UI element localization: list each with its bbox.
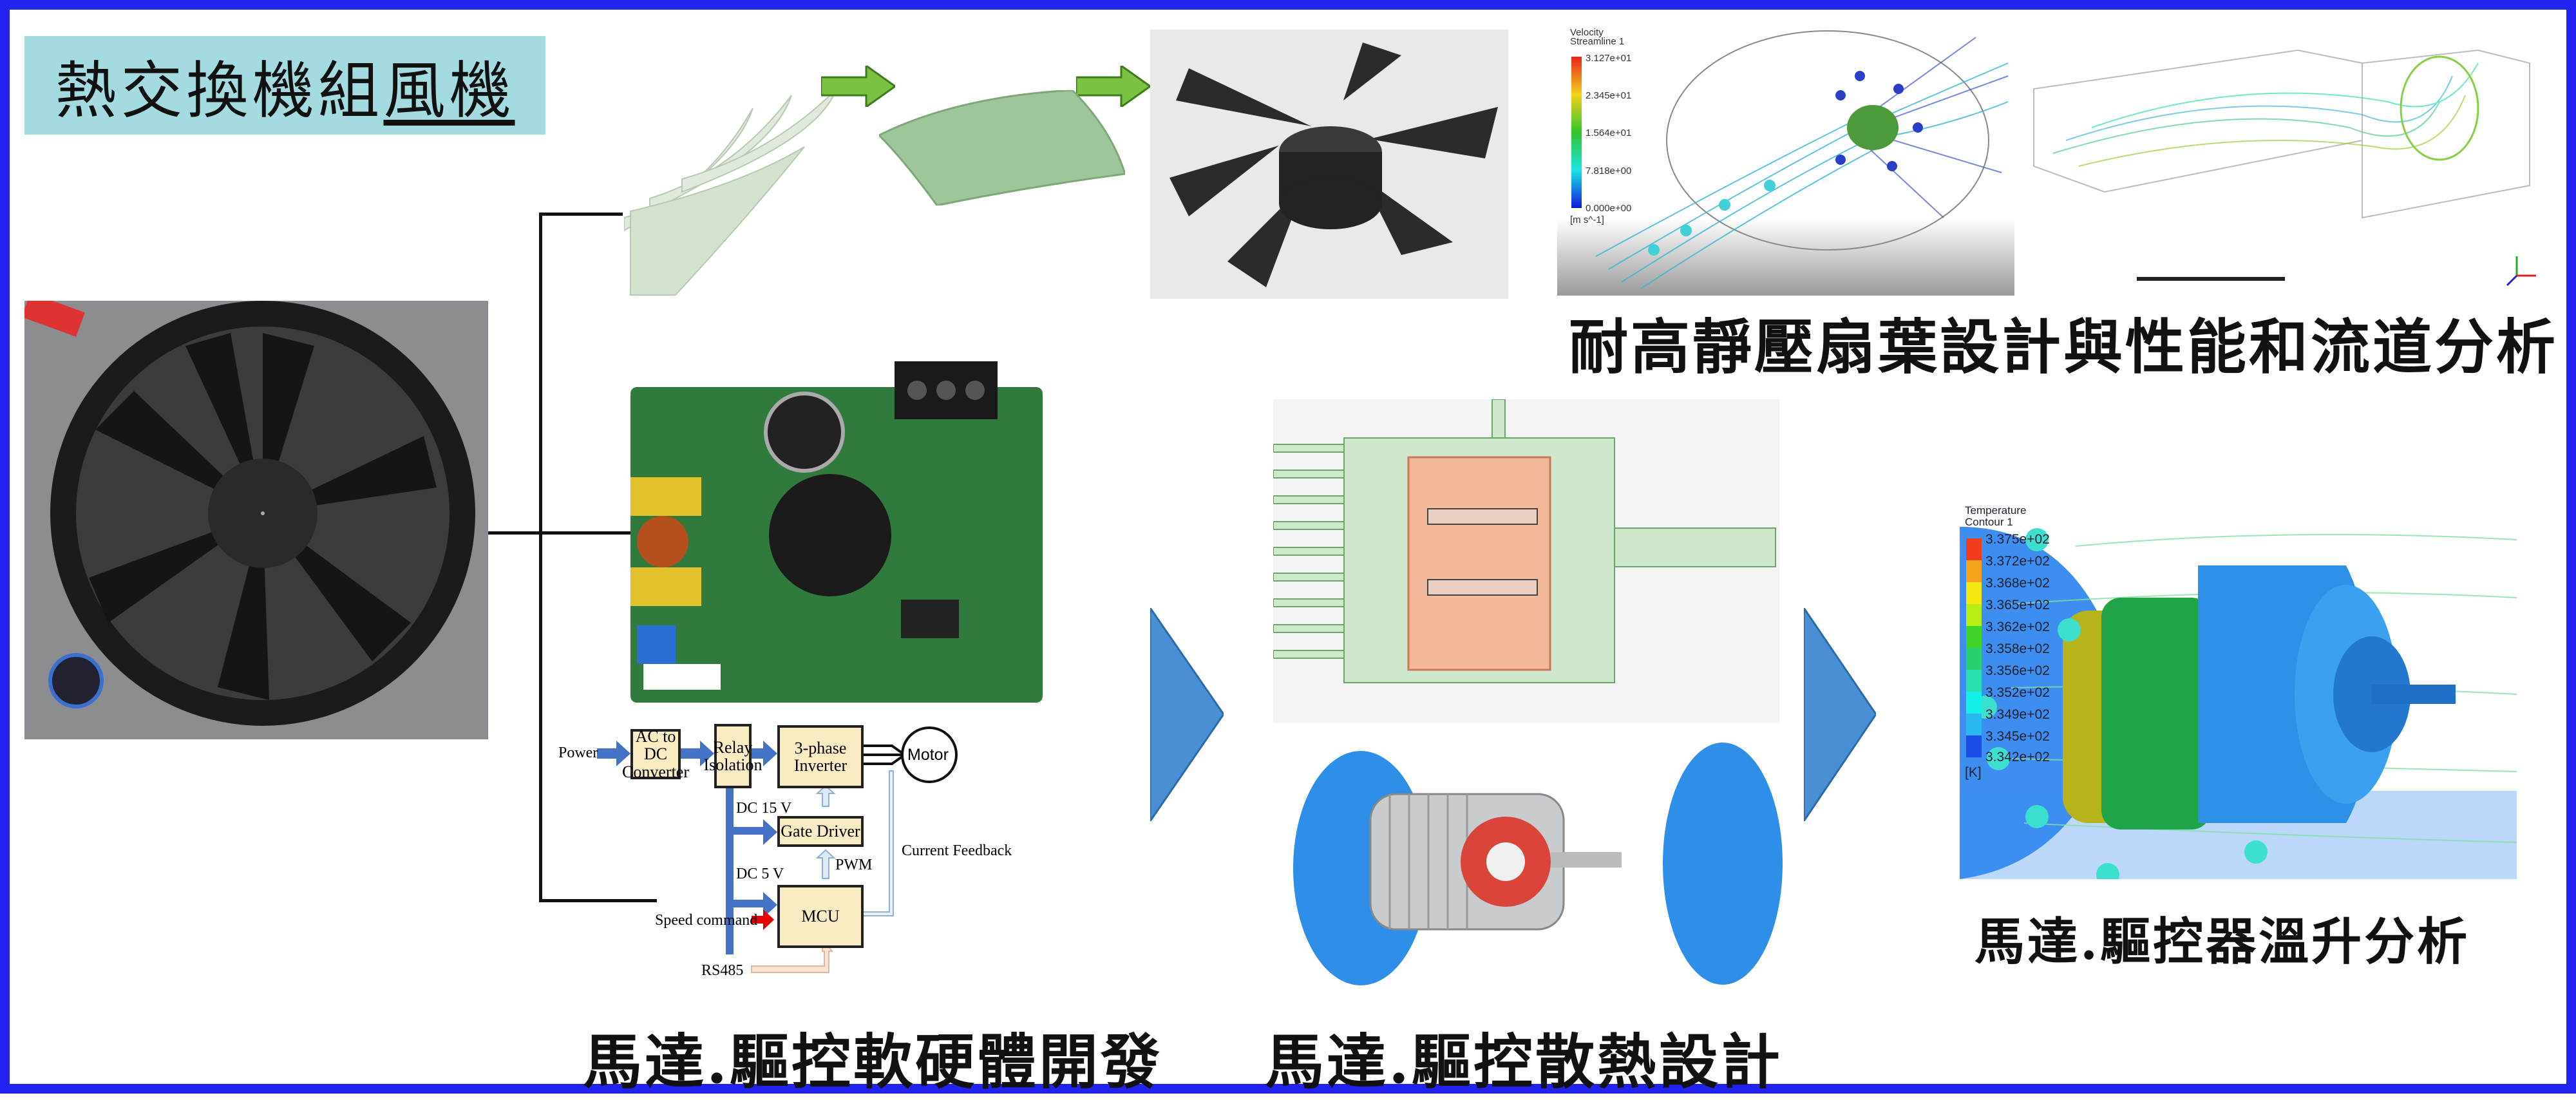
temperature-tick: 3.362e+02 bbox=[1985, 620, 2050, 634]
green-arrow-icon bbox=[821, 66, 895, 107]
temperature-colorbar bbox=[1966, 538, 1982, 757]
airfoil-profiles bbox=[624, 88, 837, 296]
temperature-tick: 3.368e+02 bbox=[1985, 576, 2050, 591]
temperature-tick: 3.352e+02 bbox=[1985, 685, 2050, 700]
bracket-vertical bbox=[539, 214, 542, 902]
label-speed-command: Speed command bbox=[655, 912, 758, 929]
temperature-legend-title1: Temperature bbox=[1965, 504, 2027, 517]
blade-surface bbox=[879, 90, 1125, 205]
velocity-tick: 0.000e+00 bbox=[1586, 203, 1632, 214]
flow-triangle-icon bbox=[1804, 608, 1876, 821]
temperature-tick: 3.345e+02 bbox=[1985, 729, 2050, 744]
velocity-unit: [m s^-1] bbox=[1570, 214, 1604, 225]
temperature-tick: 3.365e+02 bbox=[1985, 598, 2050, 612]
fan-impeller-render bbox=[1150, 30, 1508, 299]
box-relay-isolation: Relay Isolation bbox=[704, 724, 762, 788]
box-gate-driver: Gate Driver bbox=[777, 816, 864, 847]
box-mcu: MCU bbox=[777, 885, 864, 948]
label-dc5v: DC 5 V bbox=[736, 866, 784, 882]
temperature-tick: 3.342e+02 bbox=[1985, 750, 2050, 764]
motor-cross-section bbox=[1273, 399, 1779, 723]
label-dc15v: DC 15 V bbox=[736, 800, 792, 817]
velocity-tick: 1.564e+01 bbox=[1586, 128, 1632, 138]
label-rs485: RS485 bbox=[701, 962, 744, 979]
temperature-unit: [K] bbox=[1965, 765, 1982, 780]
label-pwm: PWM bbox=[835, 857, 873, 873]
velocity-tick: 3.127e+01 bbox=[1586, 53, 1632, 64]
temperature-tick: 3.356e+02 bbox=[1985, 663, 2050, 678]
caption-temp-rise: 馬達.驅控器溫升分析 bbox=[1975, 913, 2470, 971]
temperature-tick: 3.349e+02 bbox=[1985, 707, 2050, 722]
temperature-tick: 3.372e+02 bbox=[1985, 554, 2050, 569]
cfd-duct-flow bbox=[2027, 24, 2555, 296]
box-ac-dc-converter: AC to DC Converter bbox=[622, 727, 689, 781]
caption-motor-dev: 馬達.驅控軟硬體開發 bbox=[583, 1027, 1163, 1097]
velocity-legend-title2: Streamline 1 bbox=[1570, 36, 1625, 47]
bracket-bottom bbox=[539, 899, 657, 902]
temperature-tick: 3.375e+02 bbox=[1985, 532, 2050, 547]
label-power: Power bbox=[558, 744, 598, 761]
title-prefix: 熱交換機組 bbox=[55, 55, 384, 127]
motor-drive-block-diagram: Power AC to DC Converter Relay Isolation… bbox=[558, 723, 1151, 1000]
fan-photo bbox=[24, 301, 488, 739]
velocity-legend-title1: Velocity bbox=[1570, 27, 1604, 38]
title-underlined: 風機 bbox=[383, 55, 515, 127]
velocity-tick: 7.818e+00 bbox=[1586, 166, 1632, 176]
title-box: 熱交換機組風機 bbox=[24, 36, 545, 135]
bracket-top bbox=[539, 213, 623, 216]
temperature-legend-title2: Contour 1 bbox=[1965, 516, 2013, 528]
pcb-board-photo bbox=[630, 361, 1043, 703]
velocity-tick: 2.345e+01 bbox=[1586, 90, 1632, 101]
motor-cooling-render bbox=[1293, 743, 1783, 985]
flow-triangle-icon bbox=[1150, 608, 1224, 821]
green-arrow-icon bbox=[1076, 66, 1150, 107]
box-3phase-inverter: 3-phase Inverter bbox=[777, 725, 864, 788]
caption-blade-analysis: 耐高靜壓扇葉設計與性能和流道分析 bbox=[1569, 312, 2559, 382]
temperature-tick: 3.358e+02 bbox=[1985, 641, 2050, 656]
bracket-middle bbox=[488, 531, 660, 535]
label-current-feedback: Current Feedback bbox=[902, 842, 1012, 859]
caption-thermal-design: 馬達.驅控散熱設計 bbox=[1265, 1027, 1783, 1097]
label-motor: Motor bbox=[907, 746, 949, 764]
